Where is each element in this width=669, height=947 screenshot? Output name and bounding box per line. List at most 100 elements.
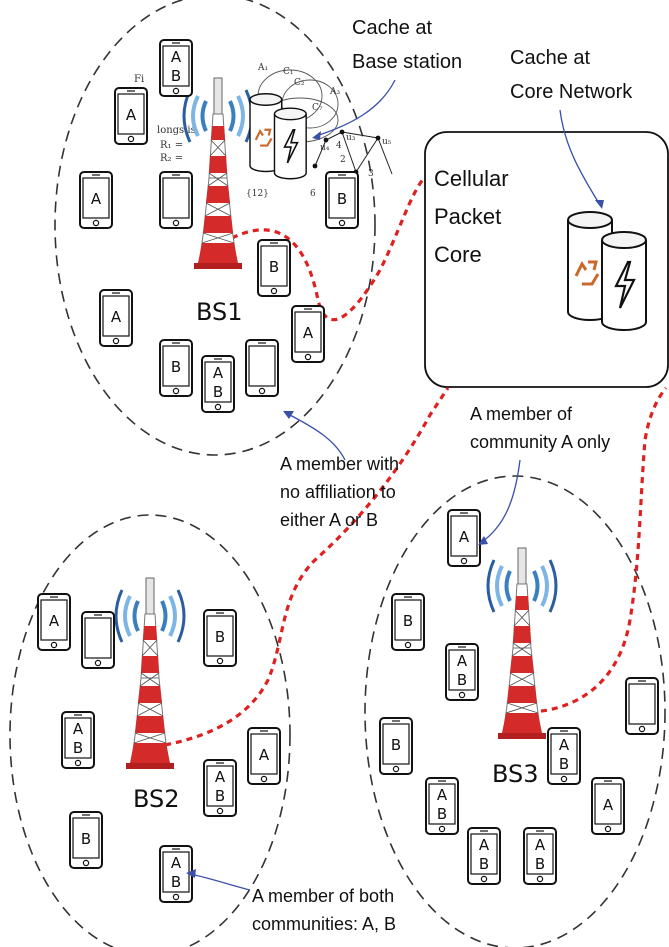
arrow-head <box>312 131 321 140</box>
graph-fragment-text: u₃ <box>346 133 356 143</box>
smartphone-icon: B <box>379 717 413 775</box>
phone-community-letter: A <box>457 652 468 670</box>
phone-community-letter: B <box>171 67 181 85</box>
graph-fragment-text: R₁ = <box>160 140 183 151</box>
smartphone-icon: A <box>37 593 71 651</box>
phone-community-letter: B <box>215 628 225 646</box>
smartphone-icon: AB <box>547 727 581 785</box>
community-graph-fragment: Fi longs is R₁ = R₂ = {12} A₁ C₁ C₂ C₇ A… <box>134 63 393 199</box>
smartphone-icon: B <box>325 171 359 229</box>
graph-fragment-text: A₃ <box>329 87 340 97</box>
smartphone-icon: A <box>247 727 281 785</box>
phone-community-letter: A <box>49 612 60 630</box>
phone-community-letter: B <box>215 787 225 805</box>
phone-community-letter: A <box>603 796 614 814</box>
phone-community-letter: A <box>259 746 270 764</box>
backhaul-link-bs2 <box>164 387 450 747</box>
phone-community-letter: B <box>337 190 347 208</box>
arrow-head <box>186 869 196 878</box>
cell-tower-icon <box>114 576 186 771</box>
smartphone-icon: AB <box>523 827 557 885</box>
backhaul-link-bs1 <box>231 176 426 322</box>
smartphone-icon: AB <box>201 355 235 413</box>
graph-fragment-text: {12} <box>246 189 269 199</box>
core-title-line1: Cellular <box>434 166 509 191</box>
smartphone-icon: B <box>391 593 425 651</box>
phone-community-letter: B <box>171 873 181 891</box>
community-a-label-line1: A member of <box>470 404 573 424</box>
phone-community-letter: B <box>73 739 83 757</box>
no-affiliation-label-line3: either A or B <box>280 510 378 530</box>
phone-community-letter: A <box>215 768 226 786</box>
smartphone-icon: A <box>291 305 325 363</box>
smartphone-icon: B <box>257 239 291 297</box>
graph-fragment-text: A₁ <box>257 63 268 73</box>
graph-fragment-text: u₅ <box>382 137 392 147</box>
cache-cylinders-icon <box>248 92 308 180</box>
phone-community-letter: B <box>391 736 401 754</box>
cell-tower-icon <box>182 76 254 271</box>
arrow-cache-base <box>315 79 396 137</box>
smartphone-icon: AB <box>159 39 193 97</box>
phone-community-letter: B <box>535 855 545 873</box>
smartphone-icon: B <box>69 811 103 869</box>
cache-core-label-line1: Cache at <box>510 47 590 69</box>
graph-fragment-text: 2 <box>340 155 346 165</box>
smartphone-icon: AB <box>425 777 459 835</box>
phone-community-letter: A <box>111 308 122 326</box>
core-title-line2: Packet <box>434 204 501 229</box>
graph-fragment-text: C₇ <box>312 103 323 113</box>
bs3-label: BS3 <box>492 760 539 788</box>
both-communities-label-line2: communities: A, B <box>252 914 396 934</box>
smartphone-icon: AB <box>61 711 95 769</box>
smartphone-icon: AB <box>445 643 479 701</box>
phone-community-letter: A <box>437 786 448 804</box>
smartphone-icon: A <box>99 289 133 347</box>
cache-base-label-line1: Cache at <box>352 17 432 39</box>
arrow-cache-core <box>559 109 601 206</box>
phone-community-letter: A <box>213 364 224 382</box>
graph-fragment-text: 4 <box>336 141 342 151</box>
graph-fragment-text: u₄ <box>320 143 330 153</box>
smartphone-icon: B <box>203 609 237 667</box>
phone-community-letter: A <box>535 836 546 854</box>
cell-boundary-bs1 <box>54 0 376 456</box>
arrow-head <box>283 411 294 419</box>
graph-fragment-text: C₁ <box>283 67 294 77</box>
smartphone-icon: AB <box>203 759 237 817</box>
smartphone-icon: A <box>114 87 148 145</box>
phone-community-letter: A <box>171 854 182 872</box>
smartphone-icon <box>245 339 279 397</box>
phone-community-letter: B <box>171 358 181 376</box>
graph-fragment-text: 3 <box>368 169 374 179</box>
phone-community-letter: A <box>459 528 470 546</box>
arrow-community-a <box>481 459 521 543</box>
smartphone-icon: AB <box>467 827 501 885</box>
smartphone-icon <box>81 611 115 669</box>
community-a-label-line2: community A only <box>470 432 610 452</box>
smartphone-icon <box>159 171 193 229</box>
phone-community-letter: B <box>213 383 223 401</box>
graph-fragment-text: longs is <box>157 125 196 136</box>
phone-community-letter: B <box>403 612 413 630</box>
graph-fragment-text: Fi <box>134 74 144 85</box>
phone-community-letter: B <box>559 755 569 773</box>
phone-community-letter: A <box>171 48 182 66</box>
smartphone-icon: A <box>447 509 481 567</box>
phone-community-letter: A <box>91 190 102 208</box>
cache-base-label-line2: Base station <box>352 51 462 73</box>
bs1-label: BS1 <box>196 298 243 326</box>
phone-community-letter: B <box>437 805 447 823</box>
no-affiliation-label-line2: no affiliation to <box>280 482 396 502</box>
no-affiliation-label-line1: A member with <box>280 454 399 474</box>
smartphone-icon: A <box>591 777 625 835</box>
smartphone-icon: AB <box>159 845 193 903</box>
smartphone-icon: B <box>159 339 193 397</box>
arrow-no-affiliation <box>287 413 346 461</box>
bs2-label: BS2 <box>133 785 180 813</box>
both-communities-label-line1: A member of both <box>252 886 394 906</box>
phone-community-letter: B <box>269 258 279 276</box>
cell-boundary-bs2 <box>9 514 291 947</box>
